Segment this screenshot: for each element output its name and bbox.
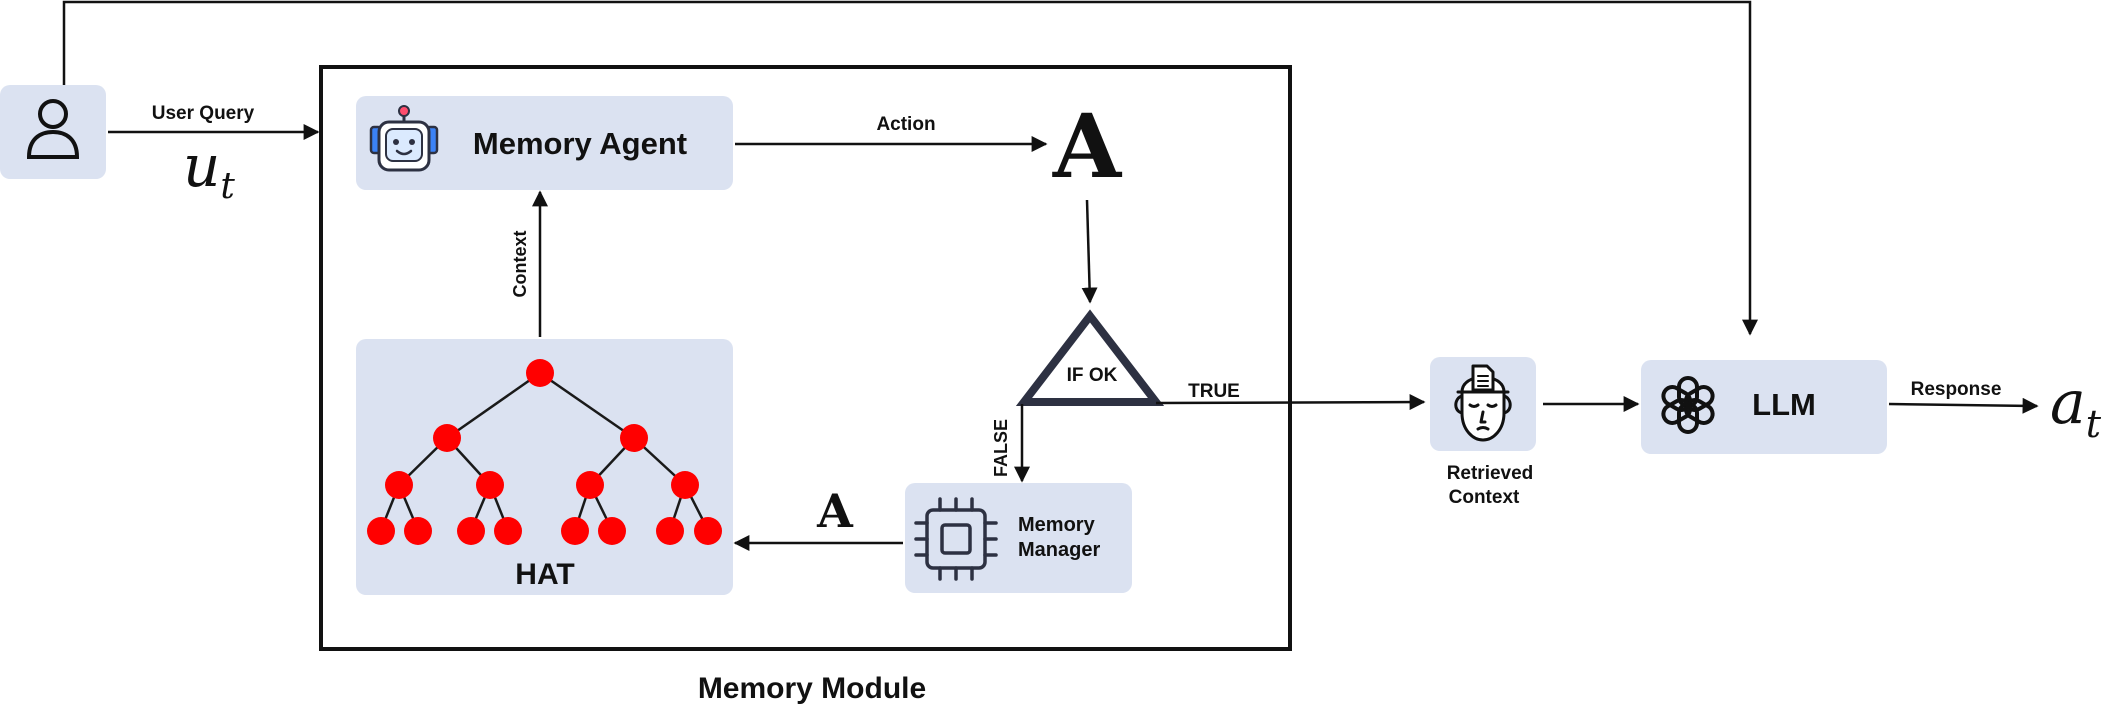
cpu-chip-icon bbox=[914, 497, 998, 581]
tree-node bbox=[561, 517, 589, 545]
user-icon bbox=[26, 99, 80, 159]
tree-node bbox=[404, 517, 432, 545]
tree-node bbox=[694, 517, 722, 545]
tree-node bbox=[526, 359, 554, 387]
tree-node bbox=[433, 424, 461, 452]
true-branch-arrow bbox=[1155, 394, 1426, 411]
user-to-llm-connector bbox=[62, 0, 1758, 336]
memory-manager-node: Memory Manager bbox=[905, 483, 1132, 593]
tree-node bbox=[494, 517, 522, 545]
retrieved-context-node: Retrieved Context bbox=[1430, 357, 1536, 508]
tree-node bbox=[656, 517, 684, 545]
memory-agent-node: Memory Agent bbox=[356, 96, 733, 190]
openai-logo-icon bbox=[1661, 376, 1715, 434]
action-label: Action bbox=[876, 114, 935, 135]
tree-node bbox=[620, 424, 648, 452]
memory-manager-line2: Manager bbox=[1018, 539, 1100, 561]
llm-node: LLM bbox=[1641, 360, 1887, 454]
memory-agent-label: Memory Agent bbox=[473, 126, 687, 161]
memory-manager-line1: Memory bbox=[1018, 514, 1096, 536]
hat-label: HAT bbox=[515, 558, 574, 591]
action-symbol: A bbox=[1052, 94, 1123, 198]
true-label: TRUE bbox=[1188, 381, 1240, 402]
tree-node bbox=[671, 471, 699, 499]
manager-output-symbol: A bbox=[816, 484, 854, 538]
hat-tree-nodes bbox=[367, 359, 722, 545]
tree-node bbox=[476, 471, 504, 499]
retrieved-context-line1: Retrieved bbox=[1447, 463, 1534, 484]
decision-label: IF OK bbox=[1067, 365, 1118, 386]
memory-module-frame bbox=[319, 65, 1292, 651]
memory-module-title: Memory Module bbox=[698, 672, 926, 705]
tree-node bbox=[385, 471, 413, 499]
retrieved-context-line2: Context bbox=[1449, 487, 1520, 508]
false-label: FALSE bbox=[991, 419, 1011, 477]
tree-node bbox=[576, 471, 604, 499]
hat-node: HAT bbox=[356, 339, 733, 595]
llm-label: LLM bbox=[1752, 387, 1816, 422]
tree-node bbox=[457, 517, 485, 545]
user-node bbox=[0, 85, 106, 179]
robot-icon bbox=[369, 105, 439, 172]
response-arrow bbox=[1888, 397, 2039, 414]
decision-node: IF OK bbox=[1015, 309, 1165, 406]
response-label: Response bbox=[1911, 379, 2002, 400]
tree-node bbox=[598, 517, 626, 545]
user-query-symbol: ut bbox=[183, 132, 235, 207]
context-label: Context bbox=[510, 230, 530, 297]
tree-node bbox=[367, 517, 395, 545]
user-query-label: User Query bbox=[152, 103, 255, 124]
response-symbol: at bbox=[2050, 368, 2102, 446]
reading-person-icon bbox=[1454, 364, 1512, 442]
action-to-decision-arrow bbox=[1081, 199, 1098, 304]
